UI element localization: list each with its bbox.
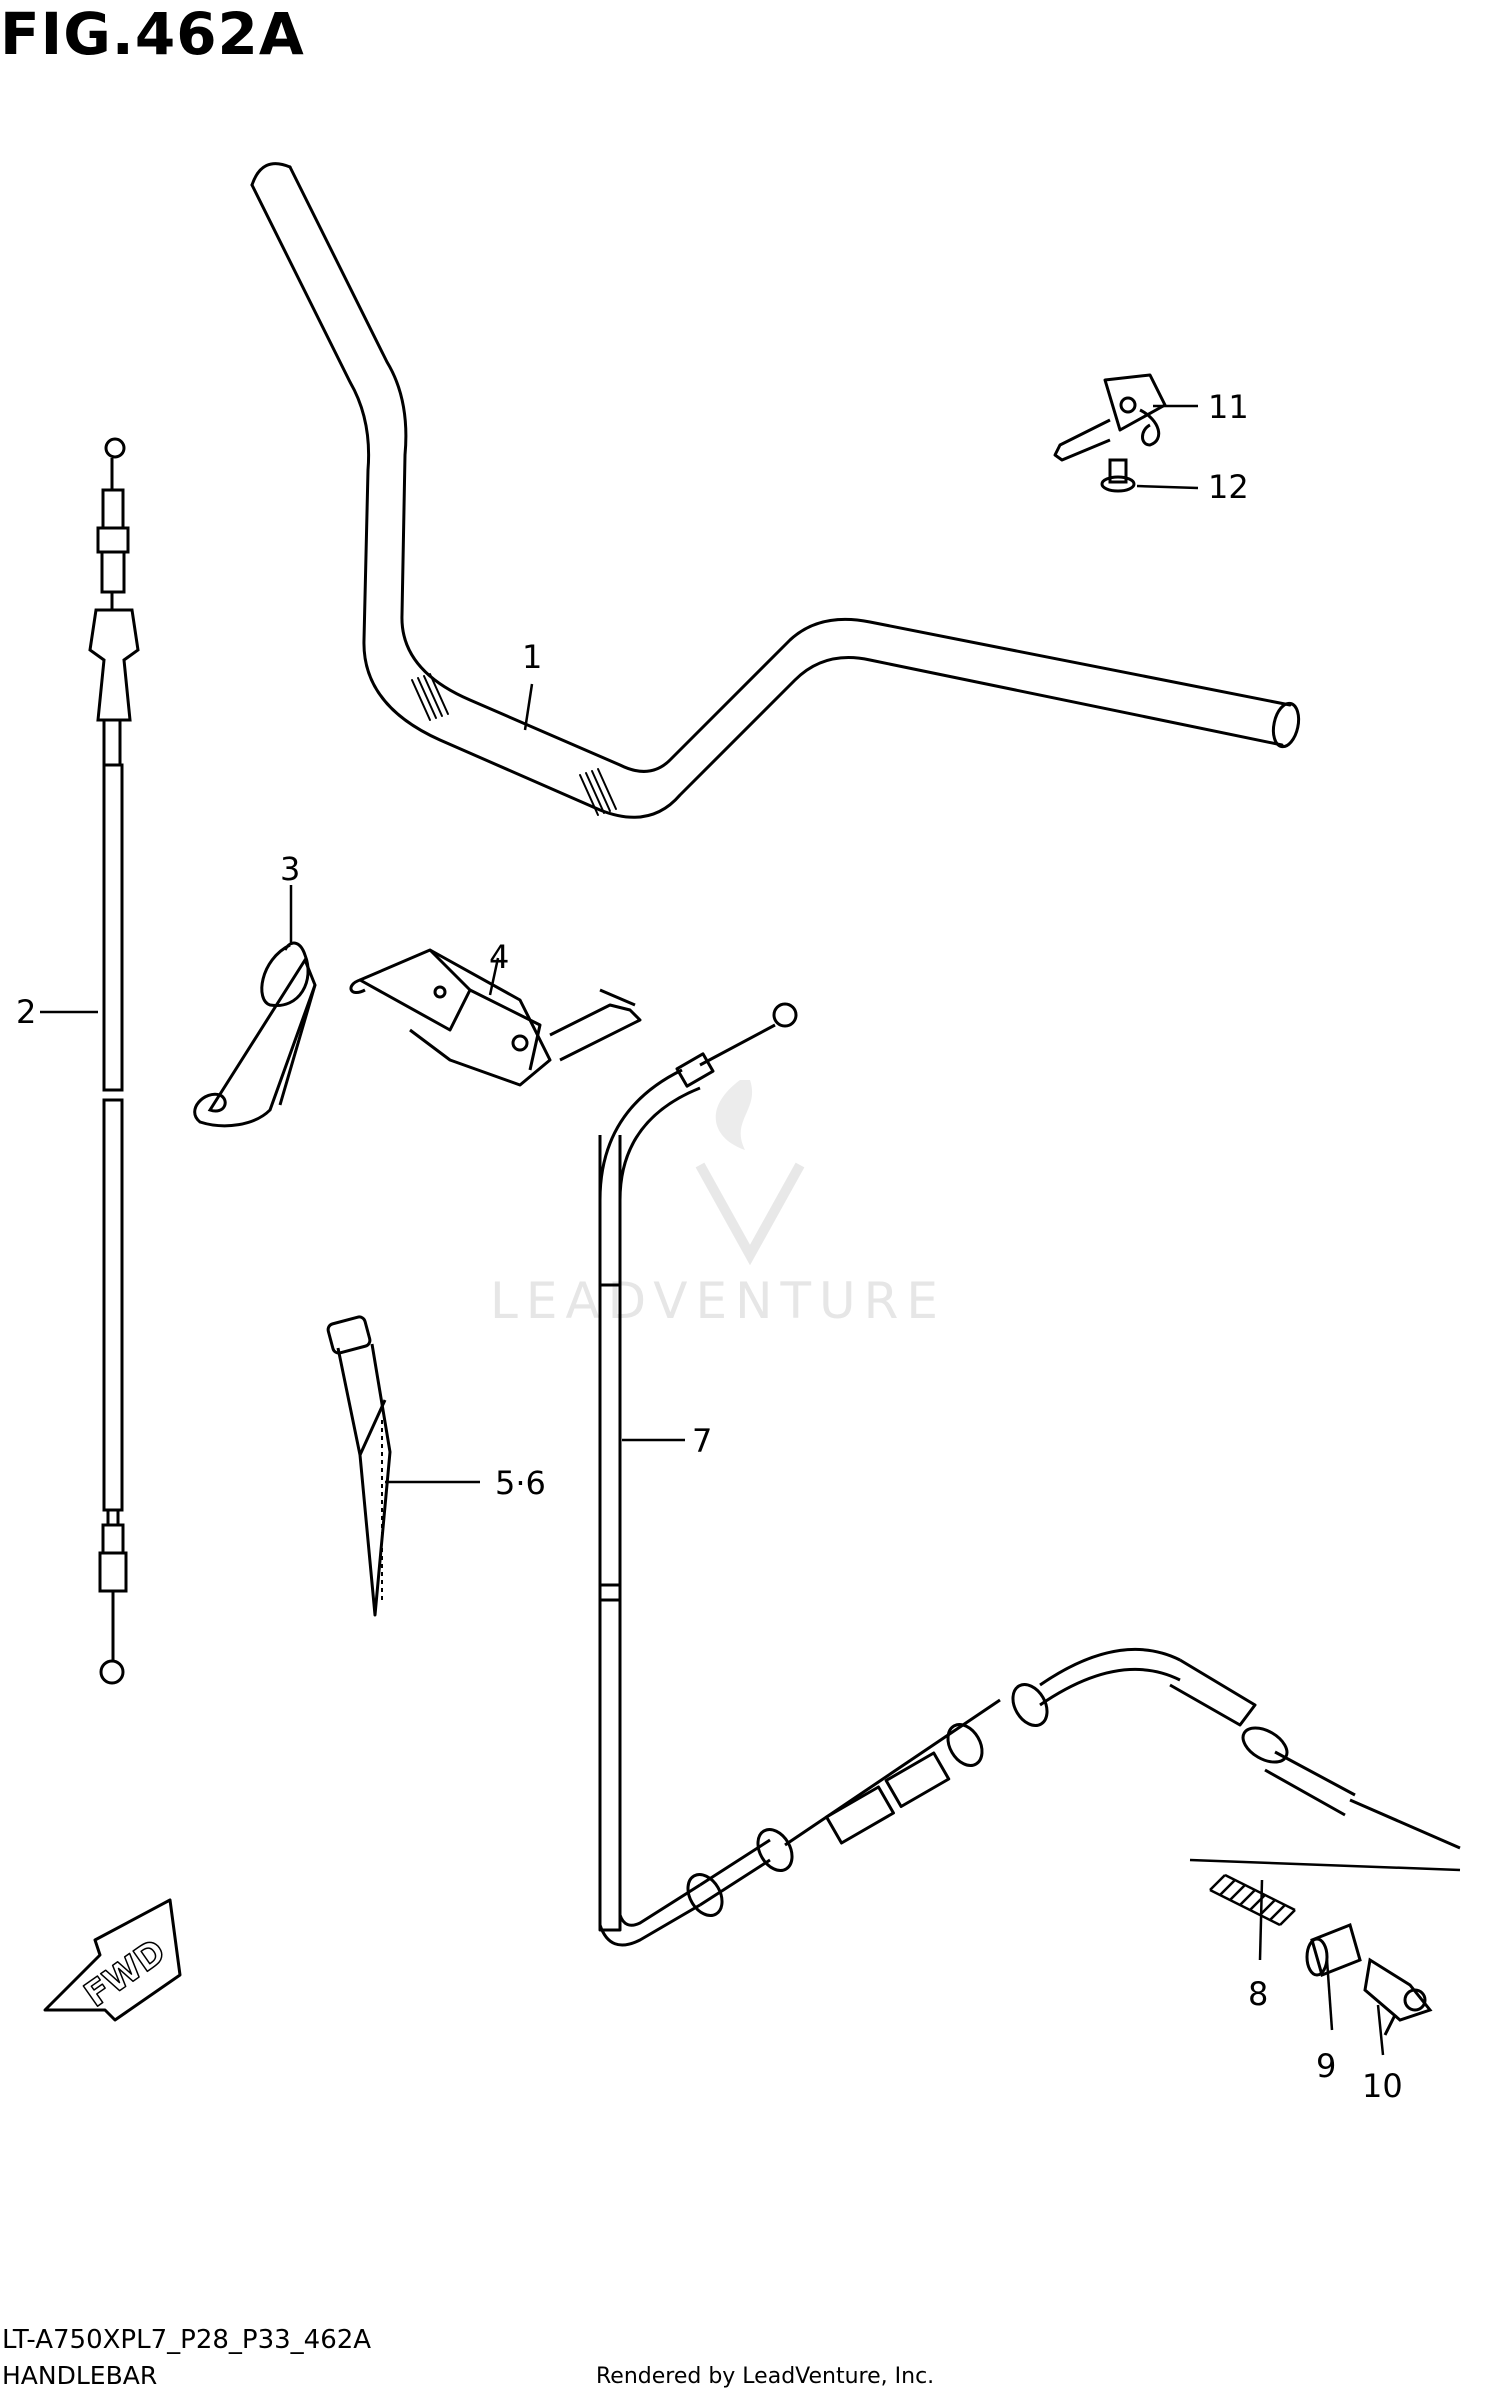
watermark-logo-icon	[695, 1080, 805, 1266]
callout-10: 10	[1362, 2067, 1403, 2105]
handlebar-part	[250, 162, 1301, 819]
switch-lever-part	[1053, 373, 1167, 462]
figure-code: LT-A750XPL7_P28_P33_462A	[2, 2325, 372, 2355]
screw-part	[1100, 458, 1136, 493]
adjuster-fitting-part	[1363, 1957, 1433, 2036]
leader-lines	[40, 404, 1461, 2056]
callout-4: 4	[489, 938, 509, 976]
spring-part	[1209, 1873, 1296, 1927]
callout-7: 7	[692, 1422, 712, 1460]
callout-3: 3	[280, 850, 300, 888]
sleeve-part	[1305, 1922, 1362, 1978]
wire-clip-part	[193, 941, 317, 1128]
callout-1: 1	[522, 638, 542, 676]
brake-cable-part	[598, 1002, 1461, 1947]
cable-tie-part	[326, 1315, 392, 1617]
watermark: LEADVENTURE	[490, 1080, 946, 1330]
throttle-cable-part	[88, 437, 140, 1685]
handlebar-knurl	[411, 673, 617, 816]
callout-5-6: 5·6	[495, 1464, 546, 1502]
rendered-by-text: Rendered by LeadVenture, Inc.	[596, 2364, 935, 2389]
callout-8: 8	[1248, 1975, 1268, 2013]
figure-name: HANDLEBAR	[2, 2361, 158, 2390]
watermark-text: LEADVENTURE	[490, 1272, 946, 1330]
callout-2: 2	[16, 993, 36, 1031]
clamp-bracket-part	[349, 948, 642, 1087]
callout-11: 11	[1208, 388, 1249, 426]
fwd-arrow-icon: FWD	[43, 1898, 182, 2022]
callout-12: 12	[1208, 468, 1249, 506]
fwd-label: FWD	[77, 1932, 173, 2016]
callout-9: 9	[1316, 2047, 1336, 2085]
figure-title: FIG.462A	[0, 0, 305, 68]
